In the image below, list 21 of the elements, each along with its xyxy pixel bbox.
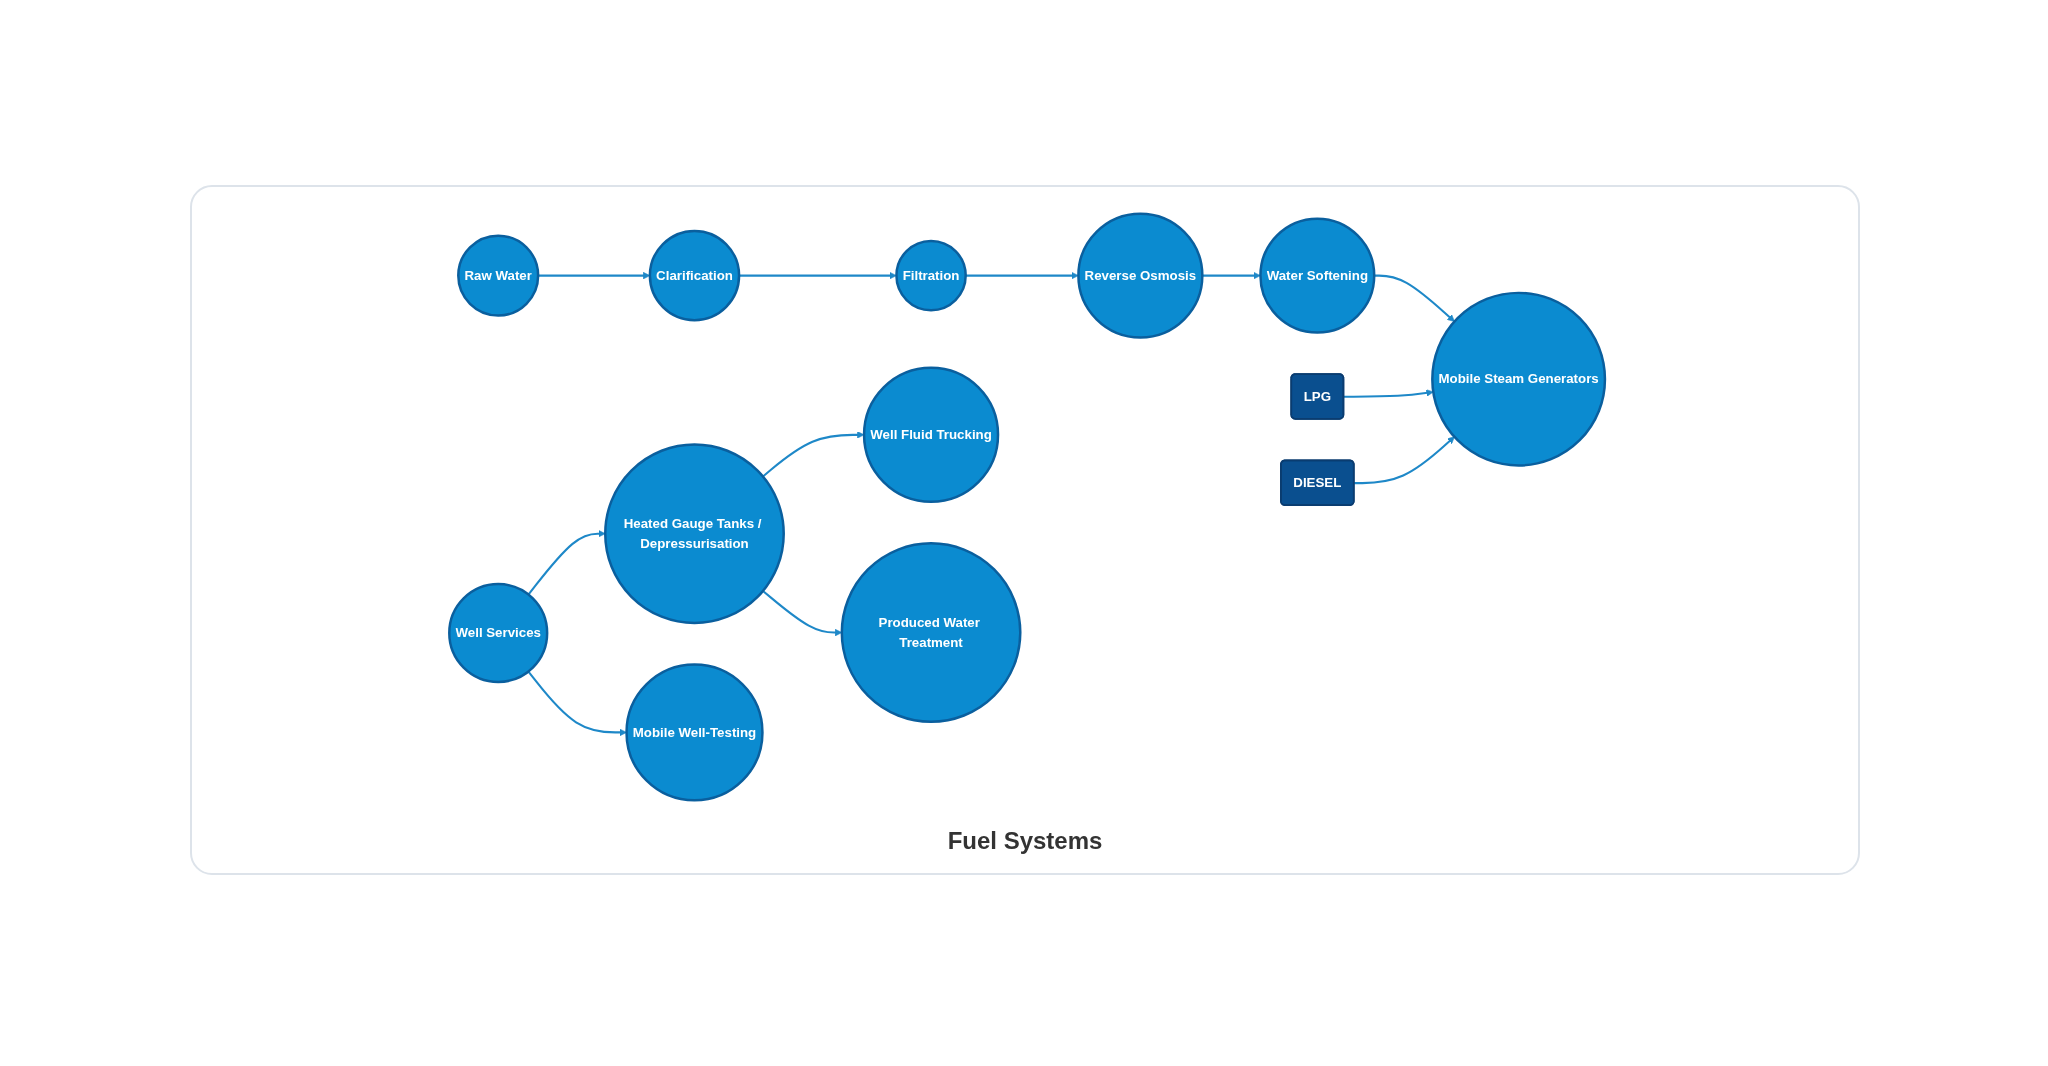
node-circle: Heated Gauge Tanks / Depressurisation bbox=[603, 443, 785, 625]
node-circle: Well Services bbox=[447, 582, 549, 684]
node-circle: Produced Water Treatment bbox=[840, 542, 1022, 724]
arrow bbox=[1374, 274, 1455, 322]
node-circle: Reverse Osmosis bbox=[1077, 212, 1204, 339]
arrow bbox=[1343, 389, 1434, 398]
arrow bbox=[527, 530, 606, 596]
arrow bbox=[738, 271, 897, 280]
arrow bbox=[1202, 271, 1261, 280]
node-circle: Mobile Well-Testing bbox=[625, 663, 764, 802]
node-circle: Filtration bbox=[895, 239, 967, 312]
node-circle: Raw Water bbox=[456, 234, 540, 317]
node-circle: Water Softening bbox=[1259, 217, 1376, 334]
node-circle: Mobile Steam Generators bbox=[1430, 291, 1607, 467]
node-circle: Clarification bbox=[648, 229, 741, 322]
arrow bbox=[527, 670, 627, 737]
group-caption: Fuel Systems bbox=[947, 827, 1103, 854]
arrow bbox=[762, 431, 865, 478]
node-circle: Well Fluid Trucking bbox=[862, 366, 1000, 504]
arrow bbox=[965, 271, 1079, 280]
arrow bbox=[1354, 436, 1455, 485]
